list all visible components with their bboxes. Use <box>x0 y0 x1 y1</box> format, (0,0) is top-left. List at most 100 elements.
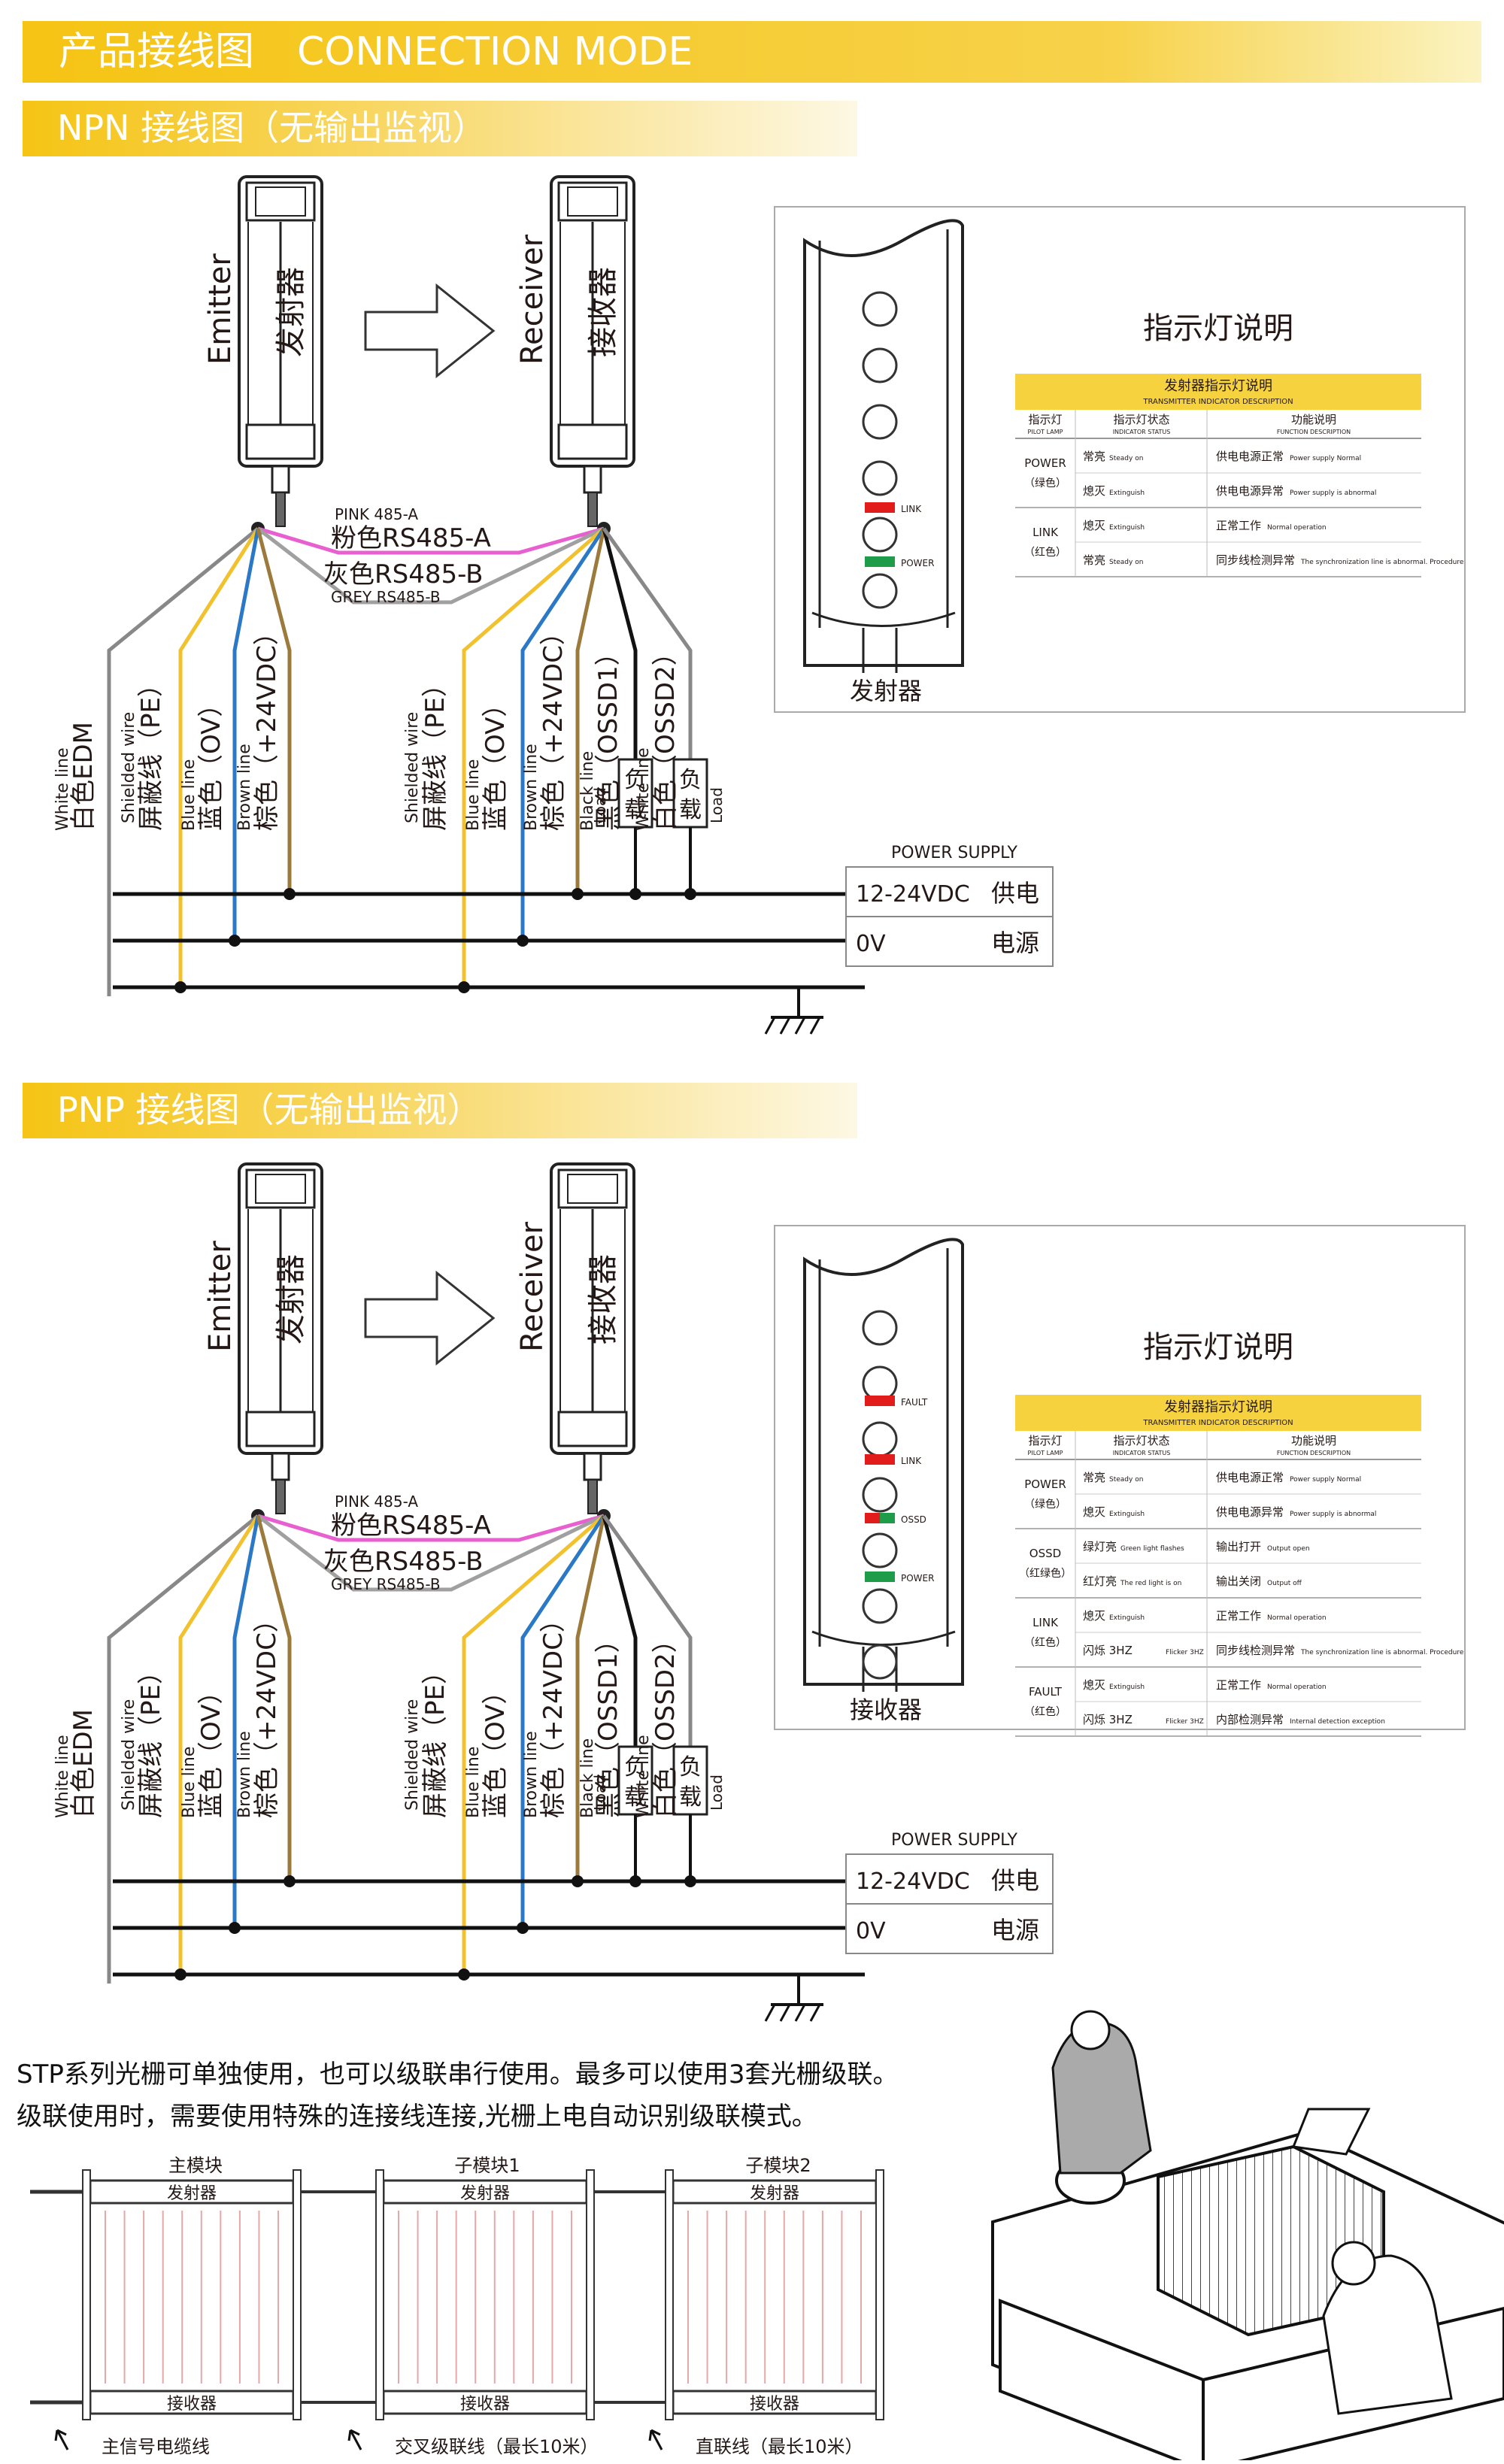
operator-head-front <box>1331 2241 1376 2286</box>
load-ossd1-char2: 载 <box>624 1784 647 1811</box>
ground-hatch <box>764 1017 776 1035</box>
emitter-sensor-cable <box>275 1479 286 1514</box>
wire-label-9: 屏蔽线（PE） <box>420 671 450 831</box>
table-status-2-0: 熄灭 <box>1083 1609 1105 1623</box>
emitter-sensor-connector <box>271 1452 290 1481</box>
wire-pink-rs485a <box>257 1514 605 1542</box>
load-ossd2-box <box>672 1745 708 1816</box>
table-status-en-0-1: Extinguish <box>1109 1511 1145 1518</box>
table-status-0-1: 熄灭 <box>1083 1505 1105 1519</box>
cascade-emitter-bar-2 <box>672 2179 878 2205</box>
indicator-lens-3 <box>862 1477 898 1513</box>
table-lamp-color-3: （红色） <box>1024 1705 1066 1718</box>
machine-hopper <box>1291 2108 1371 2156</box>
label-grey-cn: 灰色RS485-B <box>323 1547 483 1577</box>
table-status-0-0: 常亮 <box>1083 450 1105 463</box>
table-subtitle: TRANSMITTER INDICATOR DESCRIPTION <box>1142 1419 1293 1427</box>
table-func-en-0-1: Power supply is abnormal <box>1290 489 1376 497</box>
wire-label-3: 屏蔽线（PE） <box>136 1659 166 1818</box>
emitter-sensor-label-cn: 发射器 <box>274 267 308 357</box>
receiver-sensor-connector <box>583 465 602 494</box>
wire-label-5: 蓝色（OV） <box>196 692 226 831</box>
table-func-2-0: 正常工作 <box>1216 1609 1261 1623</box>
load-ossd2-box <box>672 758 708 829</box>
wire-label-6: Brown line <box>235 744 254 831</box>
indicator-lens-4 <box>862 1532 898 1568</box>
led-label-power: POWER <box>901 1573 934 1584</box>
led-label-power: POWER <box>901 558 934 568</box>
cascade-text-line1: STP系列光栅可单独使用，也可以级联串行使用。最多可以使用3套光栅级联。 <box>17 2059 898 2090</box>
pnp-section-title: PNP 接线图（无输出监视） <box>57 1090 482 1130</box>
indicator-device-label: 接收器 <box>850 1696 922 1724</box>
receiver-sensor-base <box>557 423 628 460</box>
ground-hatch <box>764 2004 776 2022</box>
table-header-en-0: PILOT LAMP <box>1028 429 1063 435</box>
indicator-lens-6 <box>862 1644 898 1680</box>
receiver-sensor-connector <box>583 1452 602 1481</box>
table-title-bg <box>1015 374 1421 410</box>
ground-hatch <box>809 2004 821 2022</box>
wire-brown-emitter <box>256 528 292 894</box>
cascade-note-arrow-2 <box>648 2429 663 2450</box>
table-status-1-0: 熄灭 <box>1083 519 1105 532</box>
table-func-1-1: 输出关闭 <box>1216 1574 1261 1588</box>
table-status-3-1: 闪烁 3HZ <box>1083 1713 1133 1726</box>
led-mark-fault <box>865 1396 895 1406</box>
table-lamp-3: FAULT <box>1029 1685 1063 1699</box>
table-header-2: 功能说明 <box>1291 1434 1336 1447</box>
wire-shield-emitter <box>178 1514 260 1975</box>
label-grey-cn: 灰色RS485-B <box>323 559 483 589</box>
wire-label-8: Shielded wire <box>403 1699 422 1811</box>
header-title-en: CONNECTION MODE <box>297 29 693 74</box>
table-status-en-3-1: Flicker 3HZ <box>1166 1718 1204 1726</box>
table-status-1-1: 红灯亮 <box>1083 1574 1117 1588</box>
table-func-0-1: 供电电源异常 <box>1216 1505 1284 1519</box>
table-func-en-3-0: Normal operation <box>1267 1684 1327 1691</box>
receiver-sensor-lens-inner <box>567 186 618 217</box>
emitter-sensor-connector <box>271 465 290 494</box>
table-header-1: 指示灯状态 <box>1113 1434 1169 1447</box>
receiver-sensor-label-en: Receiver <box>515 1221 550 1352</box>
table-status-1-0: 绿灯亮 <box>1083 1540 1117 1553</box>
table-header-en-1: INDICATOR STATUS <box>1113 1450 1171 1456</box>
indicator-lens-5 <box>862 1588 898 1624</box>
wire-blue-emitter <box>232 528 260 941</box>
wire-white-edm <box>107 1514 259 1984</box>
label-pink-cn: 粉色RS485-A <box>331 1511 491 1541</box>
pnp-indicator-panel: 接收器FAULTLINKOSSDPOWER指示灯说明发射器指示灯说明TRANSM… <box>774 1225 1466 1737</box>
table-lamp-color-2: （红色） <box>1024 1636 1066 1649</box>
table-header-en-2: FUNCTION DESCRIPTION <box>1277 1450 1351 1456</box>
table-header-en-2: FUNCTION DESCRIPTION <box>1277 429 1351 435</box>
wire-blue-receiver <box>520 1514 606 1928</box>
label-grey-en: GREY RS485-B <box>331 1575 441 1593</box>
wire-label-8: Shielded wire <box>403 712 422 823</box>
load-ossd1-char1: 负 <box>624 767 647 793</box>
cascade-emitter-label-0: 发射器 <box>167 2184 217 2203</box>
wire-blue-receiver <box>520 527 606 941</box>
table-lamp-color-0: （绿色） <box>1024 1498 1066 1511</box>
table-func-en-0-0: Power supply Normal <box>1290 1476 1361 1484</box>
power-supply-cn2: 电源 <box>991 929 1039 957</box>
table-title: 发射器指示灯说明 <box>1164 378 1272 394</box>
table-lamp-1: OSSD <box>1029 1547 1061 1560</box>
table-header-0: 指示灯 <box>1028 1434 1062 1447</box>
power-supply-title: POWER SUPPLY <box>891 844 1017 862</box>
table-status-en-0-0: Steady on <box>1109 1476 1143 1484</box>
wire-brown-receiver <box>575 1515 606 1881</box>
table-func-1-0: 正常工作 <box>1216 519 1261 532</box>
wire-label-7: 棕色（+24VDC） <box>252 1607 282 1818</box>
wire-brown-emitter <box>256 1515 292 1881</box>
led-mark-link <box>865 502 895 513</box>
cascade-receiver-label-0: 接收器 <box>167 2395 217 2414</box>
wire-label-7: 棕色（+24VDC） <box>252 620 282 831</box>
emitter-sensor-lens-inner <box>255 1174 306 1204</box>
table-status-3-0: 熄灭 <box>1083 1678 1105 1692</box>
table-func-en-3-1: Internal detection exception <box>1290 1718 1385 1726</box>
table-lamp-color-0: （绿色） <box>1024 477 1066 489</box>
wire-label-11: 蓝色（OV） <box>481 692 511 831</box>
led-label-link: LINK <box>901 1456 922 1466</box>
